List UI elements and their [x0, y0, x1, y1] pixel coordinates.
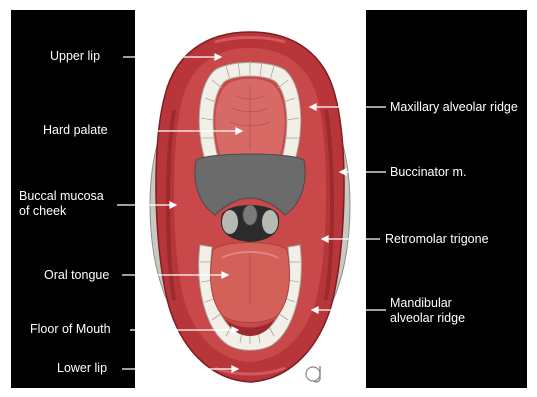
- right-tonsil: [262, 210, 278, 234]
- label-mandibular-alveolar-ridge: Mandibular alveolar ridge: [390, 296, 465, 326]
- label-retromolar-trigone: Retromolar trigone: [385, 232, 489, 247]
- label-oral-tongue: Oral tongue: [44, 268, 109, 283]
- label-floor-of-mouth: Floor of Mouth: [30, 322, 111, 337]
- label-upper-lip: Upper lip: [50, 49, 100, 64]
- label-buccal-mucosa: Buccal mucosa of cheek: [19, 189, 104, 219]
- uvula: [243, 205, 257, 225]
- artist-signature: [306, 366, 320, 382]
- label-hard-palate: Hard palate: [43, 123, 108, 138]
- left-tonsil: [222, 210, 238, 234]
- label-buccinator: Buccinator m.: [390, 165, 466, 180]
- label-lower-lip: Lower lip: [57, 361, 107, 376]
- label-maxillary-alveolar-ridge: Maxillary alveolar ridge: [390, 100, 518, 115]
